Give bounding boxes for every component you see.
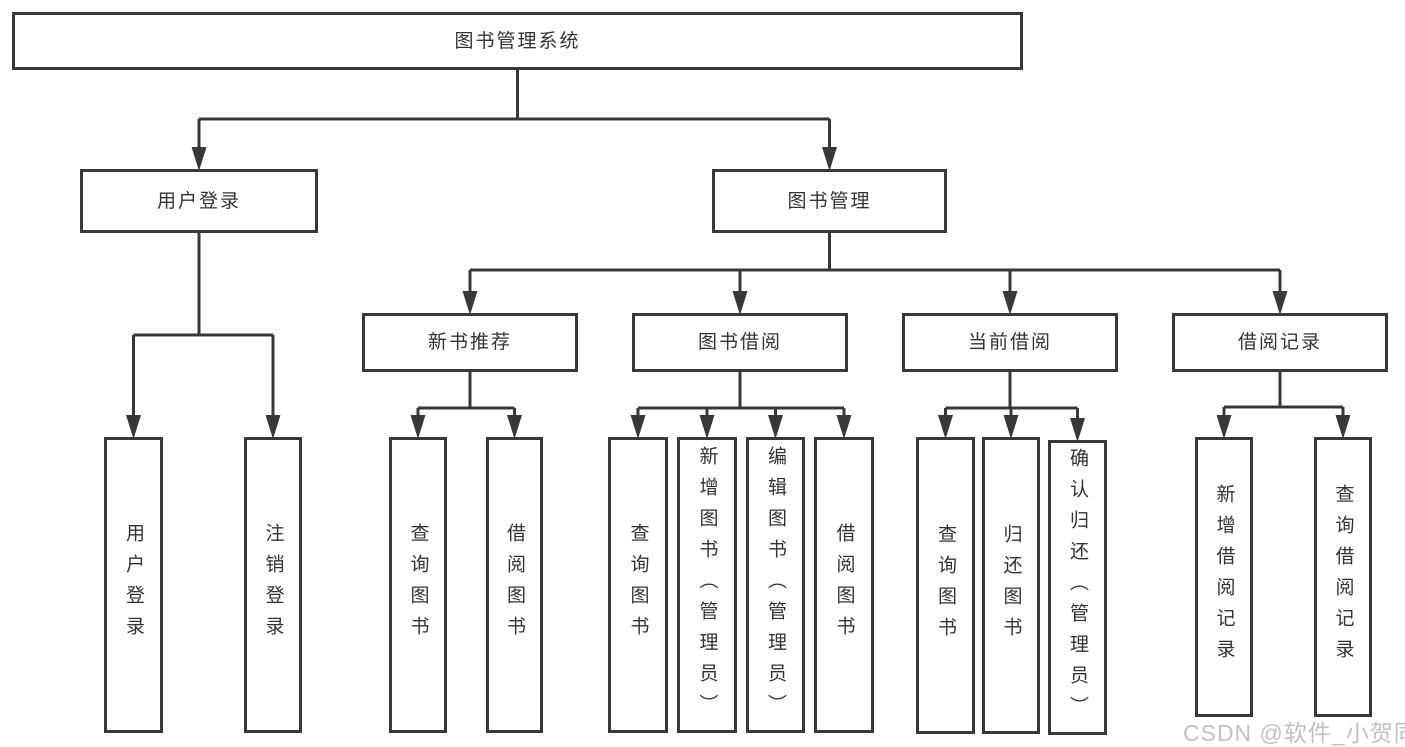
- arrowhead-book-mgmt: [822, 147, 837, 171]
- connector-root: [197, 70, 831, 153]
- arrowhead-leaf-cb-return: [1003, 415, 1019, 439]
- diagram-node-leaf-cb-confirm: 确认归还（管理员）: [1048, 440, 1107, 735]
- diagram-node-new-book-rec: 新书推荐: [362, 313, 578, 372]
- diagram-node-user-login: 用户登录: [80, 169, 318, 233]
- arrowhead-leaf-bb-edit: [768, 415, 783, 439]
- arrowhead-leaf-nbr-query: [410, 415, 426, 439]
- diagram-node-leaf-bb-edit: 编辑图书（管理员）: [746, 437, 805, 733]
- arrowhead-new-book-rec: [462, 291, 478, 315]
- arrowhead-leaf-logout: [265, 415, 281, 439]
- diagram-node-leaf-user-login: 用户登录: [104, 437, 163, 733]
- diagram-node-leaf-br-query: 查询借阅记录: [1314, 437, 1372, 717]
- connector-user-login: [132, 233, 275, 421]
- arrowhead-user-login: [191, 147, 207, 171]
- arrowhead-current-borrow: [1002, 291, 1018, 315]
- diagram-node-leaf-br-add: 新增借阅记录: [1195, 437, 1253, 717]
- diagram-node-book-mgmt: 图书管理: [712, 169, 947, 233]
- diagram-node-leaf-logout: 注销登录: [244, 437, 302, 733]
- arrowhead-leaf-nbr-borrow: [507, 415, 522, 439]
- arrowhead-book-borrow: [732, 291, 748, 315]
- diagram-node-leaf-bb-query: 查询图书: [608, 437, 668, 733]
- diagram-node-borrow-records: 借阅记录: [1172, 313, 1388, 372]
- arrowhead-leaf-bb-add: [699, 415, 715, 439]
- arrowhead-leaf-br-add: [1216, 415, 1232, 439]
- diagram-node-root: 图书管理系统: [12, 12, 1023, 70]
- diagram-node-leaf-bb-add: 新增图书（管理员）: [677, 437, 737, 733]
- diagram-node-book-borrow: 图书借阅: [632, 313, 848, 372]
- arrowhead-leaf-cb-confirm: [1070, 418, 1085, 442]
- connector-current-borrow: [944, 372, 1079, 424]
- arrowhead-leaf-user-login: [126, 415, 141, 439]
- diagram-node-leaf-nbr-borrow: 借阅图书: [486, 437, 543, 733]
- connector-new-book-rec: [416, 372, 516, 421]
- arrowhead-leaf-br-query: [1335, 415, 1351, 439]
- arrowhead-leaf-cb-query: [938, 415, 953, 439]
- arrowhead-leaf-bb-borrow: [836, 415, 852, 439]
- arrowhead-leaf-bb-query: [630, 415, 646, 439]
- diagram-node-leaf-bb-borrow: 借阅图书: [814, 437, 874, 733]
- diagram-node-leaf-nbr-query: 查询图书: [389, 437, 447, 733]
- connector-book-mgmt: [468, 233, 1282, 297]
- connector-book-borrow: [636, 372, 846, 421]
- diagram-node-leaf-cb-query: 查询图书: [916, 437, 975, 734]
- arrowhead-borrow-records: [1272, 291, 1288, 315]
- watermark: CSDN @软件_小贺同学: [1183, 720, 1405, 746]
- diagram-node-leaf-cb-return: 归还图书: [982, 437, 1040, 734]
- diagram-node-current-borrow: 当前借阅: [902, 313, 1118, 372]
- connector-borrow-records: [1222, 372, 1345, 421]
